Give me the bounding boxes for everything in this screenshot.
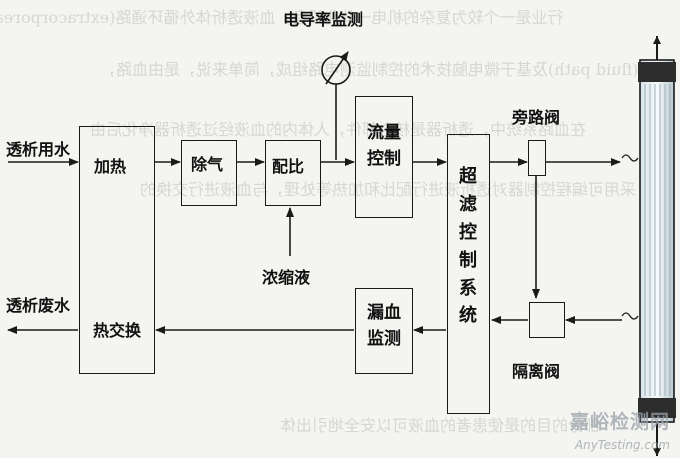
label-leak-monitor: 漏血监测 (367, 303, 401, 349)
isolation-valve (529, 302, 565, 338)
uf-control-block: 超滤控制系统 (447, 134, 490, 414)
heating-heat-exchange-block: 加热 热交换 (79, 126, 155, 374)
flow-control-block: 流量控制 (355, 96, 413, 218)
label-flow-control: 流量控制 (367, 123, 401, 169)
label-isolation-valve: 隔离阀 (512, 362, 561, 381)
proportion-block: 配比 (265, 140, 321, 206)
meter-needle (325, 51, 349, 85)
label-degas: 除气 (191, 155, 224, 174)
connector-bottom (621, 312, 639, 320)
leak-monitor-block: 漏血监测 (355, 288, 413, 374)
label-conductivity: 电导率监测 (283, 10, 364, 29)
watermark-en: AnyTesting.com (574, 438, 670, 452)
label-bypass-valve: 旁路阀 (512, 108, 561, 127)
bypass-valve (528, 140, 546, 176)
label-concentrate: 浓缩液 (262, 268, 311, 287)
dialyzer-icon (638, 36, 676, 456)
watermark-cn: 嘉峪检测网 (569, 411, 670, 433)
label-heat-exchange: 热交换 (93, 321, 142, 340)
label-proportion: 配比 (272, 157, 305, 176)
conductivity-meter-icon (321, 55, 351, 85)
degas-block: 除气 (181, 140, 237, 206)
label-dialysis-water: 透析用水 (6, 140, 71, 159)
label-waste-water: 透析废水 (6, 296, 71, 315)
label-heating: 加热 (94, 157, 127, 176)
label-uf-control: 超滤控制系统 (459, 166, 477, 327)
connector-top (621, 154, 639, 162)
